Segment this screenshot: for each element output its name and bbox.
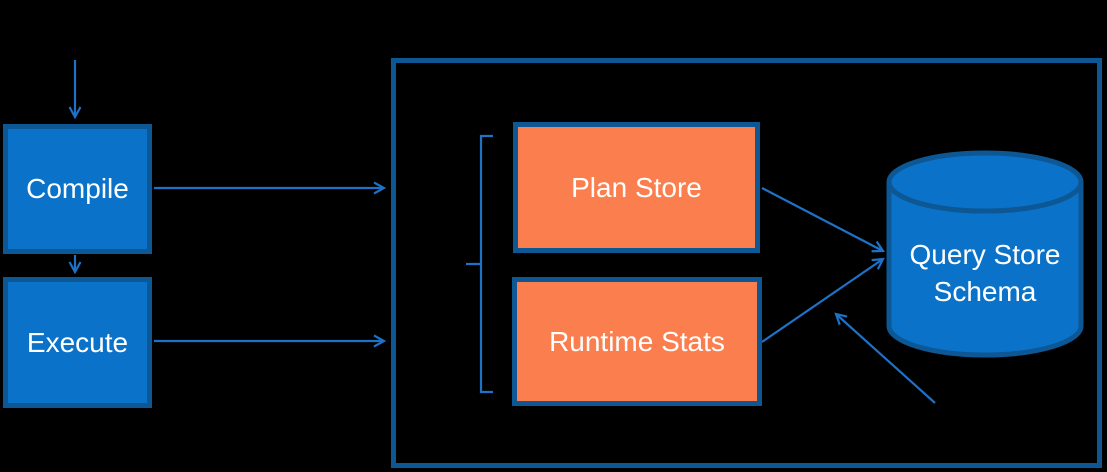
query-store-schema-line1: Query Store [909, 239, 1061, 270]
plan-store-label: Plan Store [571, 171, 702, 203]
runtime-stats-label: Runtime Stats [549, 325, 725, 357]
node-compile: Compile [3, 124, 152, 254]
arrow-plan-store-to-schema [761, 187, 883, 251]
node-query-store-schema: Query Store Schema [875, 236, 1095, 310]
node-execute: Execute [3, 277, 152, 408]
execute-label: Execute [26, 326, 129, 358]
compile-label: Compile [26, 173, 129, 204]
database-cylinder-icon [886, 150, 1084, 358]
arrow-annotation-up-left [836, 314, 936, 404]
node-runtime-stats: Runtime Stats [512, 277, 762, 406]
arrow-runtime-stats-to-schema [761, 259, 883, 343]
node-plan-store: Plan Store [513, 122, 760, 253]
query-store-container-box [391, 58, 1102, 468]
grouping-bracket [466, 134, 493, 394]
cylinder-top-rim [886, 150, 1084, 214]
query-store-schema-line2: Schema [933, 276, 1037, 307]
